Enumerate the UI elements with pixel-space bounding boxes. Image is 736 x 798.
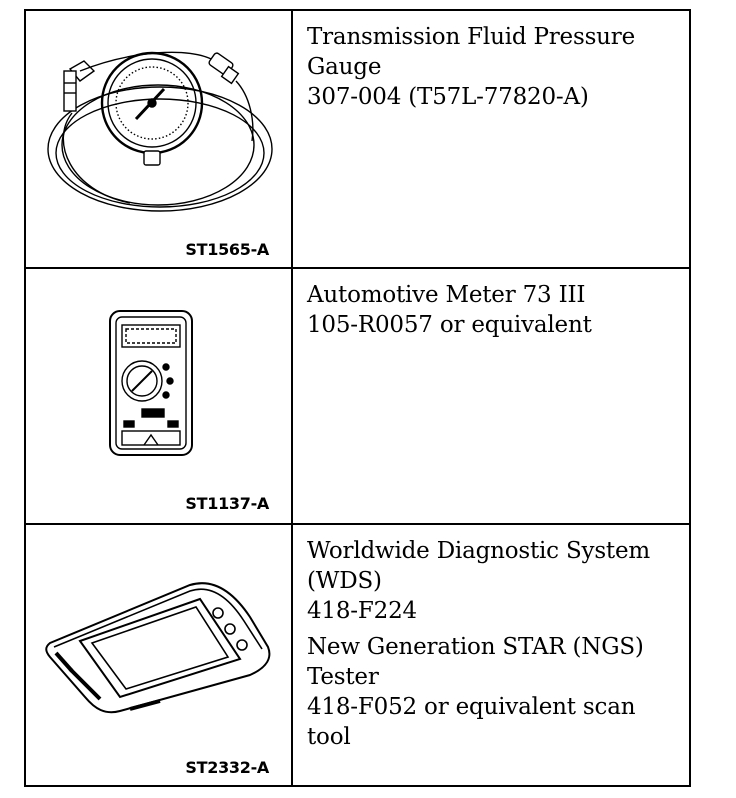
tool-name-line: Tester xyxy=(307,664,379,690)
tool-row: ST1565-A Transmission Fluid Pressure Gau… xyxy=(26,11,689,269)
scan-tool-icon xyxy=(45,582,271,714)
tool-description: Transmission Fluid Pressure Gauge 307-00… xyxy=(293,11,689,269)
tool-name-line: Worldwide Diagnostic System xyxy=(307,538,650,564)
tool-number: 418-F052 or equivalent scan xyxy=(307,694,636,720)
tool-row: ST2332-A Worldwide Diagnostic System (WD… xyxy=(26,523,689,787)
tool-name-line: Gauge xyxy=(307,54,382,80)
image-code: ST1137-A xyxy=(185,494,269,513)
tool-description: Automotive Meter 73 III 105-R0057 or equ… xyxy=(293,269,689,523)
tool-image-cell: ST1565-A xyxy=(26,11,293,269)
tool-image-cell: ST1137-A xyxy=(26,269,293,523)
tool-number: 105-R0057 or equivalent xyxy=(307,312,592,338)
tool-description: Worldwide Diagnostic System (WDS) 418-F2… xyxy=(293,525,689,787)
tool-name-line: Transmission Fluid Pressure xyxy=(307,24,635,50)
image-code: ST1565-A xyxy=(185,240,269,259)
tool-name-line: tool xyxy=(307,724,351,750)
pressure-gauge-icon xyxy=(47,51,273,212)
image-code: ST2332-A xyxy=(185,758,269,777)
tool-name-line: New Generation STAR (NGS) xyxy=(307,634,644,660)
multimeter-icon xyxy=(109,310,193,456)
tool-name-line: Automotive Meter 73 III xyxy=(307,282,586,308)
tool-name-line: (WDS) xyxy=(307,568,382,594)
tool-number: 418-F224 xyxy=(307,598,417,624)
special-tools-table: ST1565-A Transmission Fluid Pressure Gau… xyxy=(24,9,691,787)
tool-image-cell: ST2332-A xyxy=(26,525,293,787)
tool-row: ST1137-A Automotive Meter 73 III 105-R00… xyxy=(26,267,689,523)
tool-number: 307-004 (T57L-77820-A) xyxy=(307,84,589,110)
